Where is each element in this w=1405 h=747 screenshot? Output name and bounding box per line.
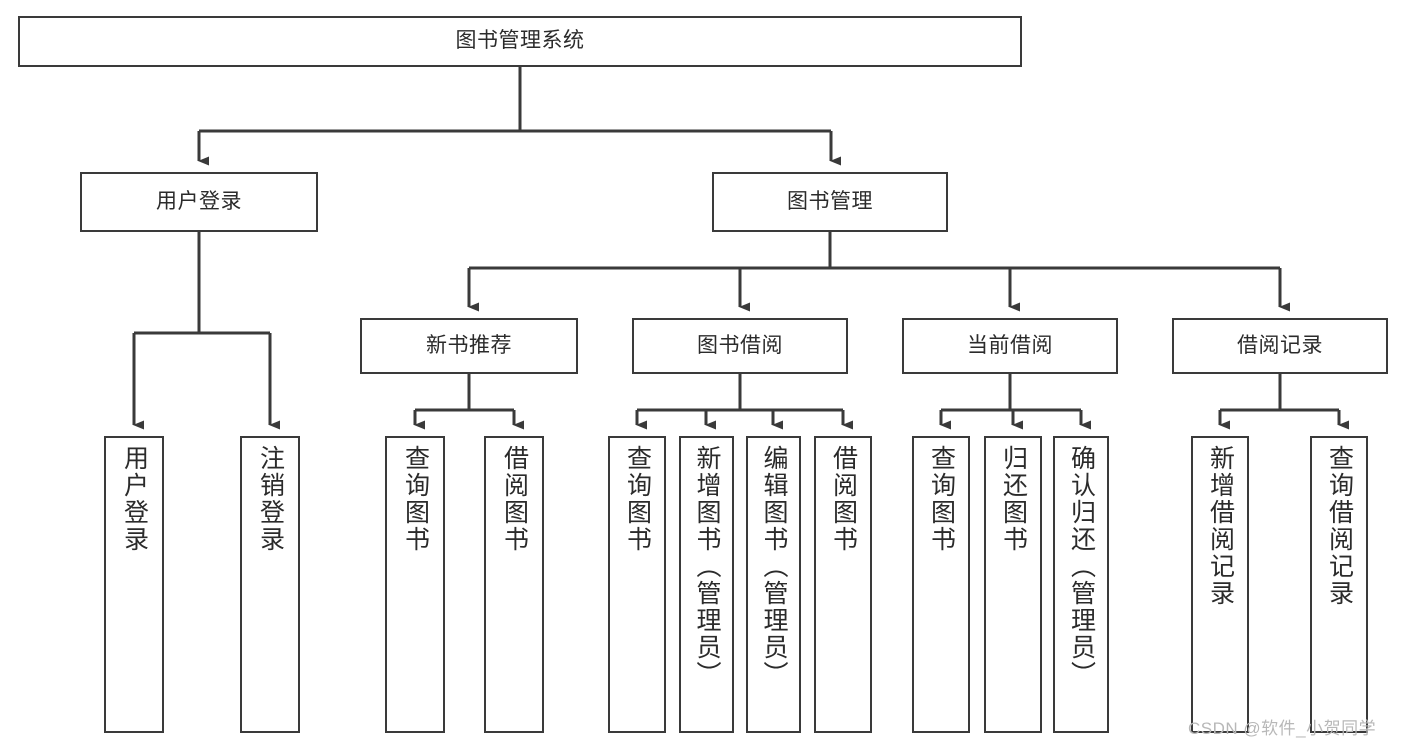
leaf-node[interactable]: 查询借阅记录: [1310, 436, 1368, 733]
node-new-book-recommend-label: 新书推荐: [426, 333, 512, 357]
leaf-node-label: 新增借阅记录: [1206, 445, 1235, 607]
leaf-node[interactable]: 新增借阅记录: [1191, 436, 1249, 733]
leaf-node-label: 归还图书: [999, 445, 1028, 553]
node-book-management[interactable]: 图书管理: [712, 172, 948, 232]
leaf-node[interactable]: 借阅图书: [484, 436, 544, 733]
leaf-node-label: 用户登录: [120, 445, 149, 553]
node-borrow-record-label: 借阅记录: [1237, 333, 1323, 357]
leaf-node[interactable]: 编辑图书（管理员）: [746, 436, 801, 733]
leaf-node-label: 确认归还（管理员）: [1067, 445, 1096, 688]
node-root[interactable]: 图书管理系统: [18, 16, 1022, 67]
leaf-node[interactable]: 查询图书: [385, 436, 445, 733]
leaf-node-label: 查询图书: [927, 445, 956, 553]
node-book-management-label: 图书管理: [787, 189, 873, 213]
leaf-node[interactable]: 新增图书（管理员）: [679, 436, 734, 733]
leaf-node-label: 借阅图书: [500, 445, 529, 553]
node-current-borrow[interactable]: 当前借阅: [902, 318, 1118, 374]
leaf-node-label: 查询借阅记录: [1325, 445, 1354, 607]
node-root-label: 图书管理系统: [455, 29, 585, 53]
node-borrow-record[interactable]: 借阅记录: [1172, 318, 1388, 374]
leaf-node[interactable]: 借阅图书: [814, 436, 872, 733]
leaf-node[interactable]: 注销登录: [240, 436, 300, 733]
leaf-node[interactable]: 归还图书: [984, 436, 1042, 733]
leaf-node-label: 查询图书: [401, 445, 430, 553]
node-book-borrow[interactable]: 图书借阅: [632, 318, 848, 374]
node-new-book-recommend[interactable]: 新书推荐: [360, 318, 578, 374]
leaf-node-label: 编辑图书（管理员）: [760, 445, 788, 688]
node-user-login-label: 用户登录: [156, 189, 242, 213]
node-book-borrow-label: 图书借阅: [697, 333, 783, 357]
node-current-borrow-label: 当前借阅: [967, 333, 1053, 357]
leaf-node[interactable]: 用户登录: [104, 436, 164, 733]
leaf-node[interactable]: 查询图书: [912, 436, 970, 733]
node-user-login[interactable]: 用户登录: [80, 172, 318, 232]
leaf-node[interactable]: 查询图书: [608, 436, 666, 733]
leaf-node-label: 查询图书: [623, 445, 652, 553]
leaf-node[interactable]: 确认归还（管理员）: [1053, 436, 1109, 733]
leaf-node-label: 借阅图书: [829, 445, 858, 553]
leaf-node-label: 注销登录: [256, 445, 285, 553]
leaf-node-label: 新增图书（管理员）: [693, 445, 721, 688]
